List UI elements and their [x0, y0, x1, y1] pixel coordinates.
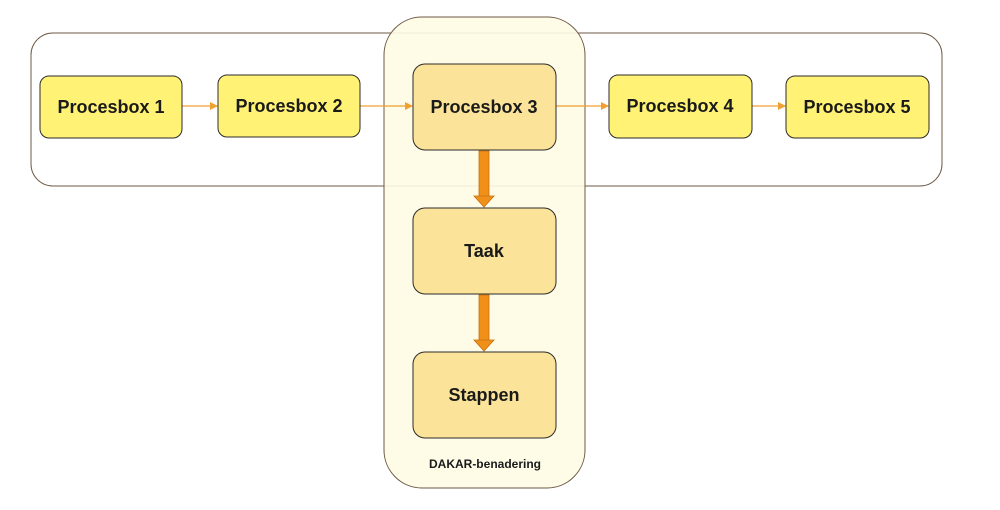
procesbox-5-label: Procesbox 5 [803, 97, 910, 117]
procesbox-5: Procesbox 5 [785, 75, 930, 139]
procesbox-3: Procesbox 3 [412, 63, 557, 151]
taak-label: Taak [464, 241, 505, 261]
procesbox-3-label: Procesbox 3 [430, 97, 537, 117]
arrow-procesbox3-to-taak [473, 150, 495, 208]
dakar-caption: DAKAR-benadering [429, 457, 541, 471]
taak-box: Taak [412, 207, 557, 295]
procesbox-2: Procesbox 2 [217, 74, 361, 138]
stappen-box: Stappen [412, 351, 557, 439]
procesbox-1: Procesbox 1 [39, 75, 183, 139]
stappen-label: Stappen [448, 385, 519, 405]
procesbox-4-label: Procesbox 4 [626, 96, 733, 116]
arrow-taak-to-stappen [473, 294, 495, 352]
procesbox-2-label: Procesbox 2 [235, 96, 342, 116]
procesbox-1-label: Procesbox 1 [57, 97, 164, 117]
procesbox-4: Procesbox 4 [608, 74, 753, 139]
